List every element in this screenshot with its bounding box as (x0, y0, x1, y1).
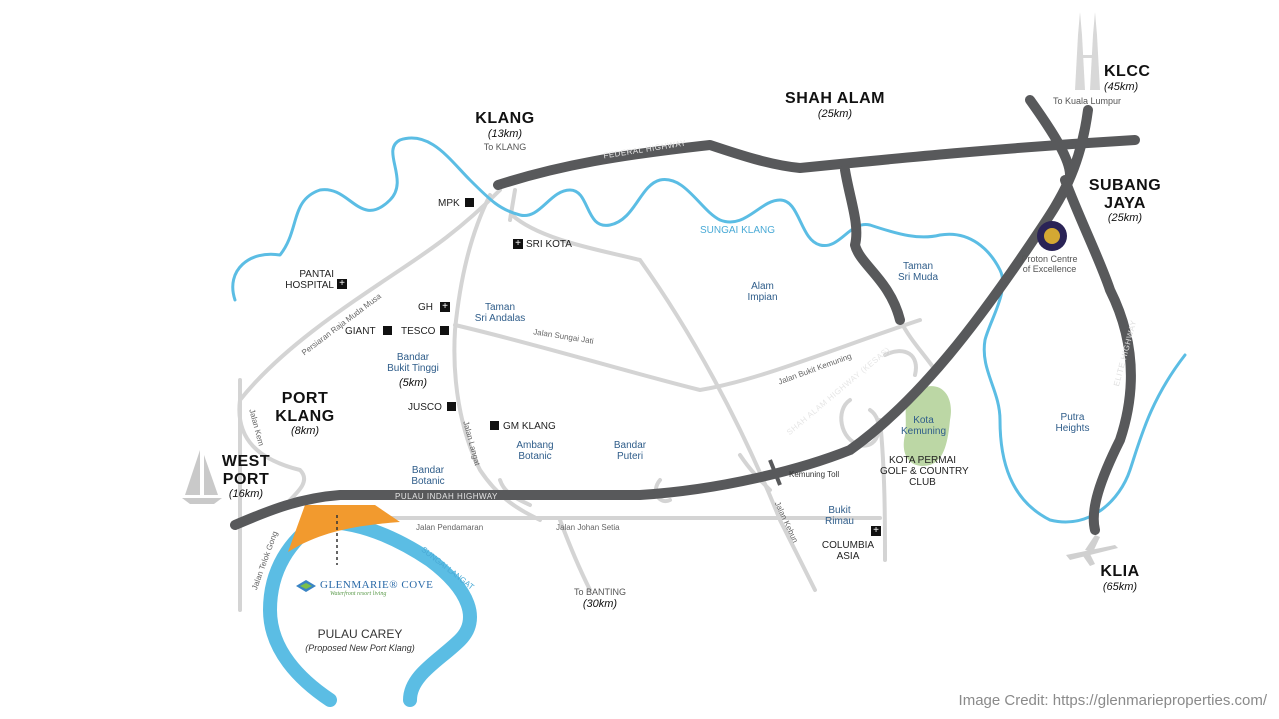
gh-label: GH (418, 302, 433, 313)
tesco-label: TESCO (401, 326, 436, 337)
kota-kemuning-green-area (903, 386, 951, 466)
klcc-label: KLCC (45km) (1104, 63, 1151, 93)
columbia-asia-label: COLUMBIA ASIA (821, 540, 875, 562)
klcc-towers-icon (1075, 12, 1100, 90)
proton-logo-icon (1037, 221, 1067, 251)
pantai-hospital-label: PANTAI HOSPITAL (285, 269, 334, 291)
glenmarie-logo-icon (296, 580, 316, 592)
shah-alam-label: SHAH ALAM (25km) (785, 90, 885, 120)
pulau-carey-label: PULAU CAREY (Proposed New Port Klang) (305, 627, 415, 654)
port-klang-label: PORT KLANG (8km) (275, 390, 335, 438)
glenmarie-cove-site (288, 505, 400, 552)
tesco-marker-icon (440, 326, 449, 335)
gm-klang-marker-icon (490, 421, 499, 430)
klia-label: KLIA (65km) (1100, 563, 1140, 593)
jusco-label: JUSCO (408, 402, 442, 413)
proton-centre-label: Proton Centre of Excellence (1021, 254, 1078, 274)
banting-label: To BANTING (30km) (573, 587, 626, 610)
gm-klang-label: GM KLANG (503, 421, 556, 432)
sri-kota-label: SRI KOTA (526, 239, 572, 250)
airplane-icon (1066, 535, 1118, 566)
image-credit: Image Credit: https://glenmariepropertie… (958, 692, 1267, 709)
highways (230, 95, 1140, 535)
jalan-pendamaran-label: Jalan Pendamaran (416, 523, 484, 532)
to-kuala-lumpur-label: To Kuala Lumpur (1053, 96, 1122, 106)
west-port-label: WEST PORT (16km) (221, 453, 271, 501)
glenmarie-cove-brand: GLENMARIE® COVE Waterfront resort living (320, 579, 434, 598)
jalan-johan-setia-label: Jalan Johan Setia (556, 523, 620, 532)
subang-jaya-label: SUBANG JAYA (25km) (1088, 177, 1162, 225)
sailboat-icon (182, 450, 222, 504)
pulau-indah-highway-label: PULAU INDAH HIGHWAY (395, 492, 498, 501)
gh-hospital-icon: + (440, 302, 450, 312)
kemuning-toll-marker (768, 459, 782, 486)
kemuning-toll-label: Kemuning Toll (789, 470, 840, 479)
giant-marker-icon (383, 326, 392, 335)
sungai-klang-label: SUNGAI KLANG (700, 225, 776, 236)
jusco-marker-icon (447, 402, 456, 411)
kota-permai-label: KOTA PERMAI GOLF & COUNTRY CLUB (880, 455, 969, 488)
columbia-hospital-icon: + (871, 526, 881, 536)
mpk-label: MPK (438, 198, 460, 209)
pantai-hospital-icon: + (337, 279, 347, 289)
giant-label: GIANT (345, 326, 376, 337)
sri-kota-hospital-icon: + (513, 239, 523, 249)
mpk-marker-icon (465, 198, 474, 207)
klang-label: KLANG (13km) To KLANG (475, 110, 535, 152)
